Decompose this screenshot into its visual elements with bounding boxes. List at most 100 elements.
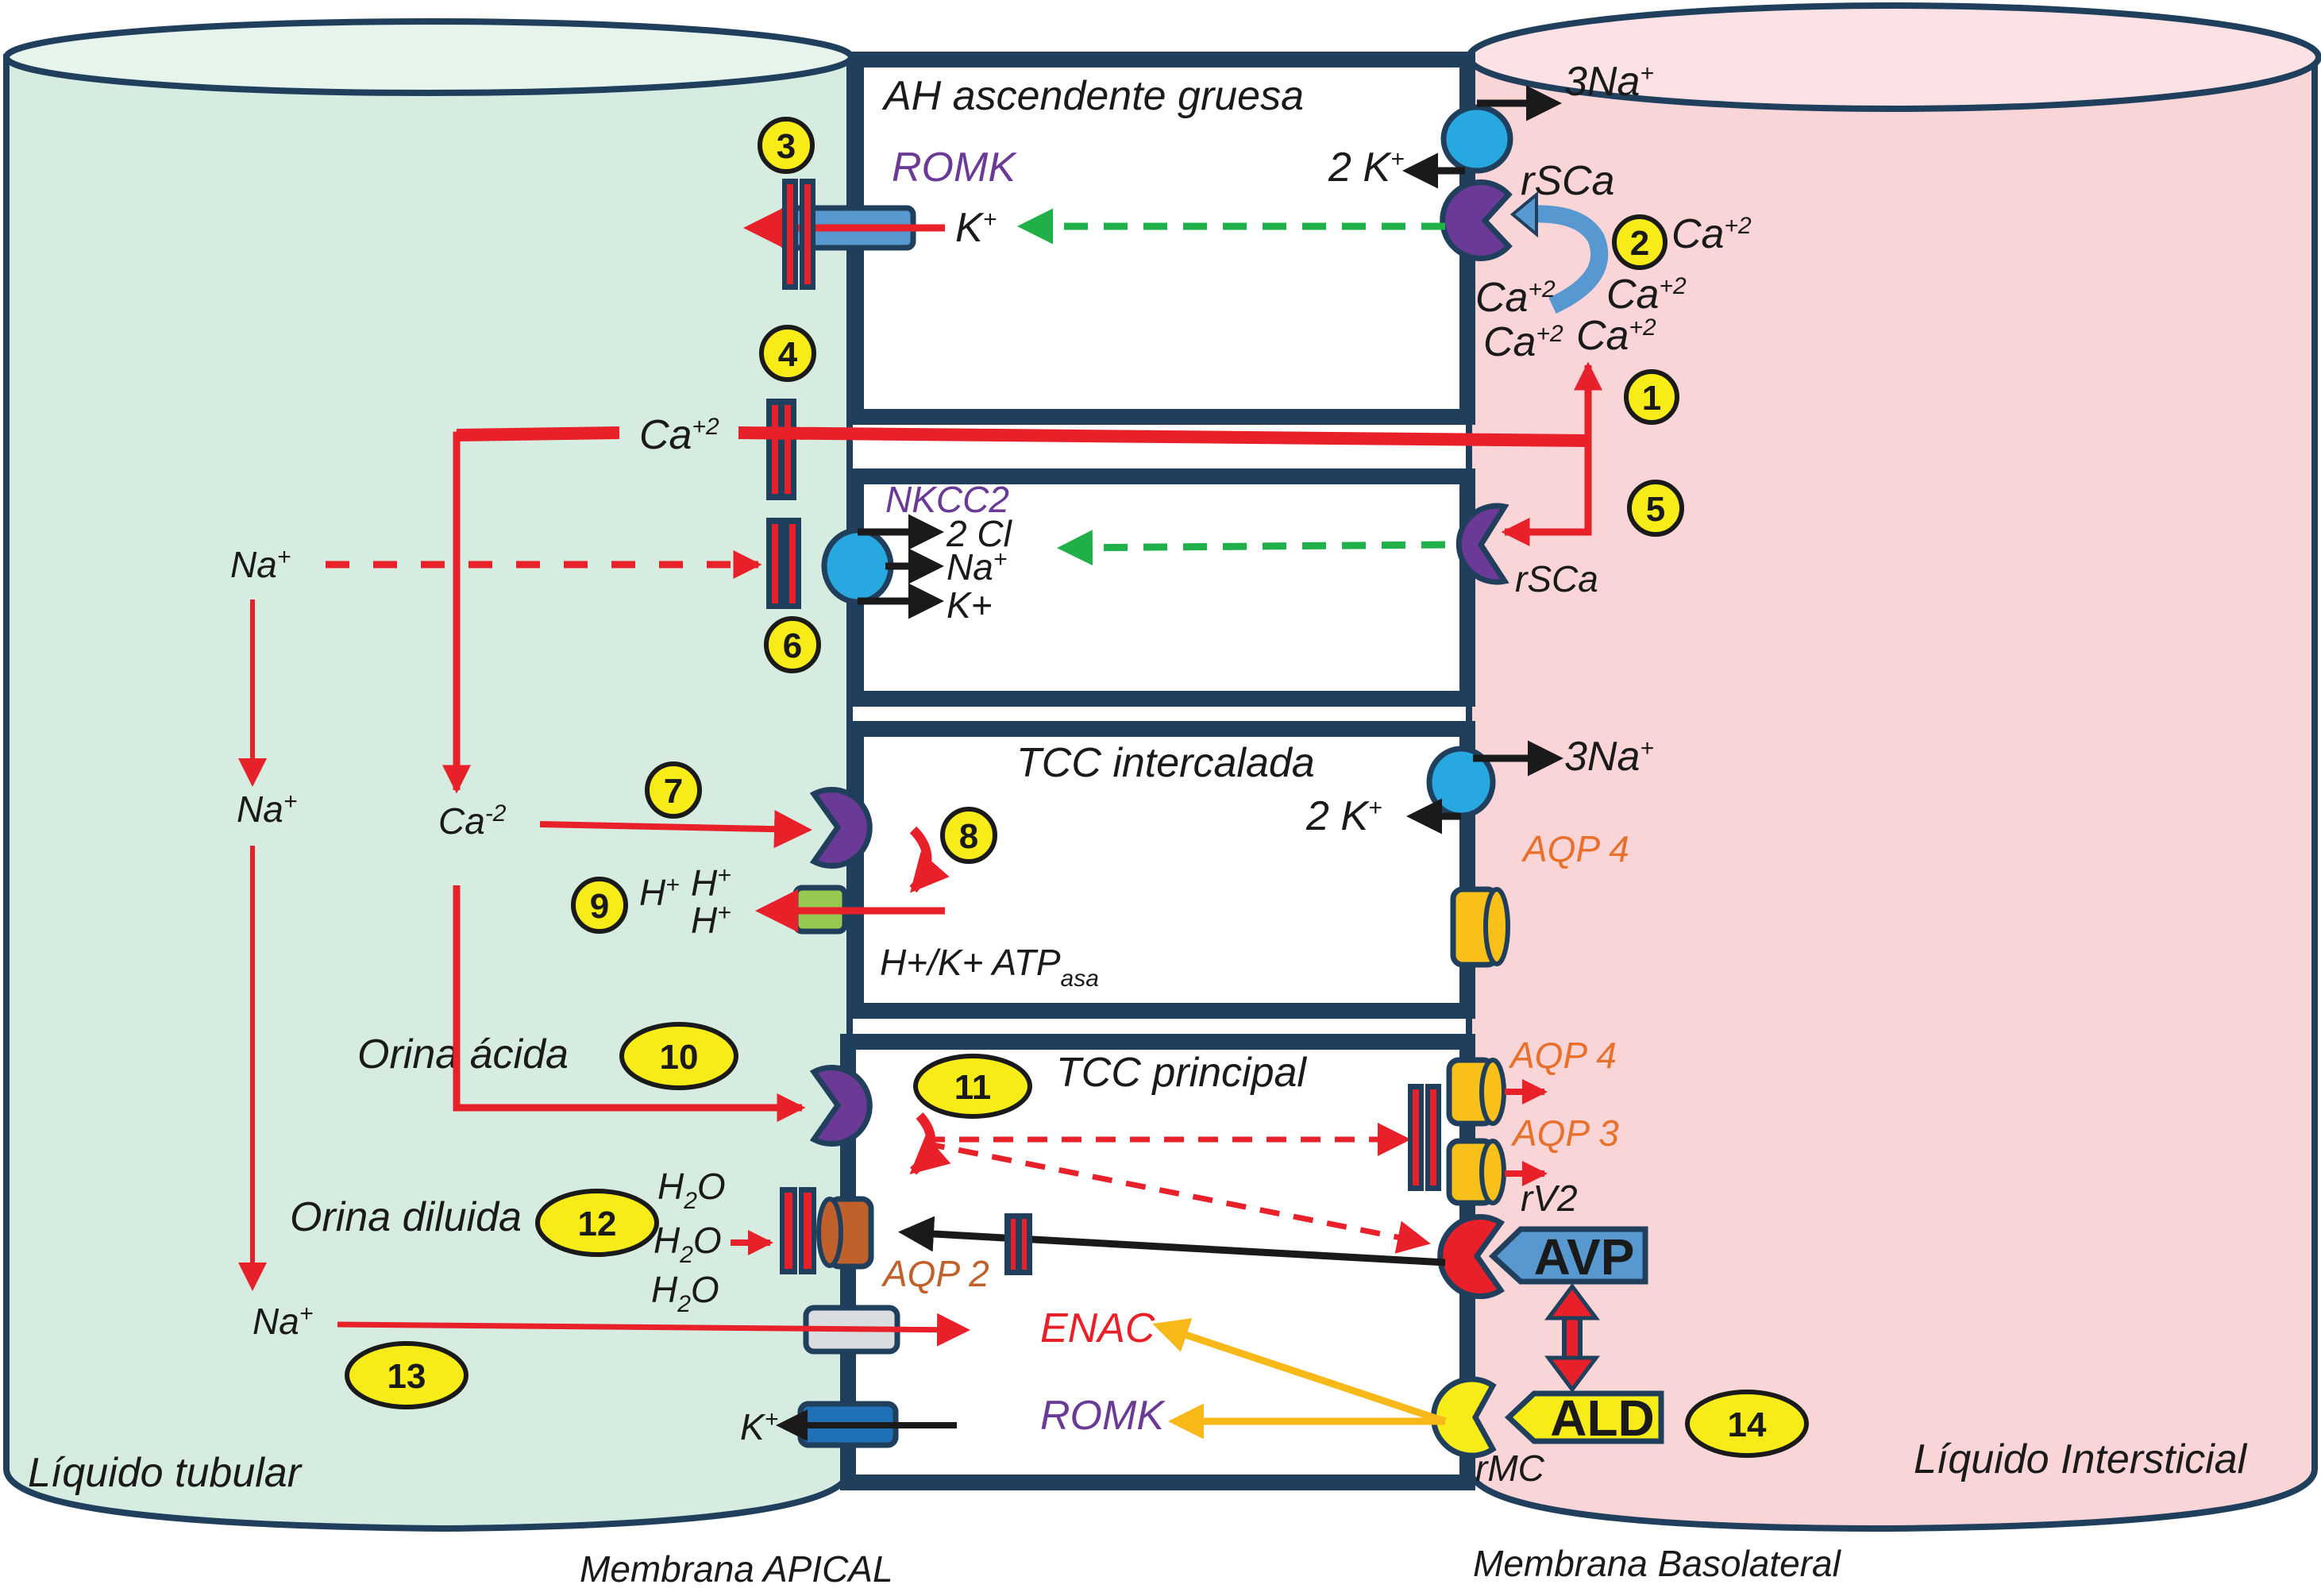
ion-2k-mid: 2 K+ [1305, 793, 1382, 839]
aqp3-icon [1446, 1138, 1506, 1206]
ion-h2o-2: H2O [654, 1220, 722, 1268]
badge-4: 4 [759, 325, 816, 382]
ion-na-tubular-3: Na+ [253, 1301, 313, 1342]
ion-2cl: 2 Cl [946, 513, 1013, 554]
cell-thick-ascending-limb [848, 52, 1475, 425]
hormone-avp: AVP [1534, 1228, 1635, 1286]
svg-text:2: 2 [1630, 224, 1649, 263]
svg-text:6: 6 [783, 626, 802, 665]
badge-9: 9 [571, 877, 628, 934]
ald-hormone-icon [1504, 1390, 1664, 1444]
svg-text:11: 11 [954, 1068, 992, 1107]
badge-13: 13 [345, 1341, 468, 1409]
label-rmc: rMC [1475, 1448, 1545, 1489]
ion-h-1: H+ [639, 872, 680, 913]
ion-na-tubular-2: Na+ [237, 788, 297, 830]
ca-binding-arrow-icon [1524, 205, 1609, 314]
ion-h2o-1: H2O [657, 1166, 726, 1214]
label-romk-bottom: ROMK [1040, 1393, 1166, 1439]
label-aqp4-principal: AQP 4 [1508, 1035, 1617, 1076]
cell-nkcc2 [848, 468, 1475, 707]
cell-title-intercalated: TCC intercalada [1016, 740, 1315, 786]
ion-ca-tubular-2: Ca-2 [438, 800, 507, 842]
ca-reabsorption-path [738, 426, 1589, 447]
ion-ca-4: Ca+2 [1483, 319, 1563, 365]
badge-12: 12 [535, 1189, 659, 1257]
tight-junction-4-icon [766, 399, 796, 500]
svg-text:1: 1 [1642, 379, 1661, 418]
label-h-k-atpase: H+/K+ ATPasa [880, 942, 1099, 992]
ion-h2o-3: H2O [651, 1269, 719, 1317]
label-nkcc2: NKCC2 [885, 479, 1009, 520]
label-rv2: rV2 [1521, 1178, 1578, 1219]
rsca-receptor-mid-icon [1455, 503, 1509, 585]
ion-k-romk: K+ [955, 205, 997, 251]
rsca-receptor-intercalated-icon [809, 787, 873, 869]
cell-title-principal: TCC principal [1056, 1050, 1307, 1096]
badge-1: 1 [1624, 369, 1679, 425]
avp-hormone-icon [1488, 1226, 1648, 1285]
svg-text:12: 12 [578, 1205, 617, 1243]
badge-11: 11 [913, 1054, 1032, 1119]
aqp4-principal-icon [1446, 1057, 1506, 1127]
label-aqp3: AQP 3 [1510, 1112, 1619, 1154]
svg-text:5: 5 [1646, 490, 1665, 529]
label-dilute-urine: Orina diluida [290, 1194, 522, 1240]
cell-title-tal: AH ascendente gruesa [881, 73, 1304, 119]
tubular-fluid-cylinder [2, 18, 854, 1532]
label-aqp4-intercalated: AQP 4 [1521, 828, 1629, 869]
tight-junction-aqp-icon [1408, 1084, 1441, 1191]
tight-junction-3-icon [782, 179, 815, 290]
label-romk-top: ROMK [892, 145, 1017, 191]
badge-14: 14 [1685, 1390, 1809, 1458]
label-basolateral-membrane: Membrana Basolateral [1473, 1543, 1842, 1584]
label-tubular-fluid: Líquido tubular [28, 1450, 303, 1496]
rsca-receptor-principal-icon [809, 1065, 873, 1147]
svg-text:7: 7 [664, 772, 683, 811]
label-acid-urine: Orina ácida [357, 1031, 569, 1077]
badge-8: 8 [940, 807, 997, 864]
badge-6: 6 [764, 616, 821, 673]
avp-ald-interaction-icon [1544, 1282, 1600, 1394]
svg-text:9: 9 [590, 887, 609, 926]
svg-text:10: 10 [660, 1038, 699, 1077]
aqp4-intercalated-icon [1450, 886, 1510, 968]
ion-ca-5: Ca+2 [1576, 313, 1656, 359]
svg-text:4: 4 [778, 335, 798, 374]
badge-2: 2 [1612, 214, 1667, 270]
ion-ca-1: Ca+2 [1671, 211, 1752, 257]
svg-text:8: 8 [959, 817, 978, 856]
badge-10: 10 [619, 1022, 738, 1090]
badge-5: 5 [1627, 480, 1684, 537]
label-rsca-mid: rSCa [1515, 558, 1598, 599]
svg-text:3: 3 [777, 127, 796, 166]
cell-tcc-intercalated [848, 721, 1475, 1019]
ion-ca-tubular: Ca+2 [639, 412, 719, 458]
ion-na-nkcc: Na+ [947, 546, 1007, 588]
aqp2-channel-icon [816, 1196, 874, 1270]
badges: 1 2 3 4 5 6 7 8 9 10 11 12 13 14 [345, 117, 1809, 1458]
tight-junction-vesicle-icon [1004, 1213, 1032, 1275]
ion-h-3: H+ [691, 900, 731, 941]
nkcc2-transporter-icon [821, 527, 894, 605]
na-k-pump-icon [1440, 104, 1513, 174]
ion-ca-2: Ca+2 [1475, 275, 1556, 321]
ion-3na-top: 3Na+ [1564, 59, 1654, 105]
label-interstitial-fluid: Líquido Intersticial [1914, 1436, 2248, 1482]
ion-h-2: H+ [691, 862, 731, 904]
ion-k-bottom: K+ [740, 1406, 778, 1448]
ion-3na-mid: 3Na+ [1564, 734, 1654, 780]
label-apical-membrane: Membrana APICAL [580, 1548, 893, 1590]
label-aqp2: AQP 2 [881, 1253, 989, 1294]
badge-7: 7 [645, 761, 702, 819]
badge-3: 3 [758, 117, 815, 174]
ion-na-tubular-1: Na+ [230, 544, 291, 585]
tight-junction-aqp2-icon [780, 1187, 816, 1274]
tight-junction-6-icon [766, 518, 801, 609]
interstitial-fluid-cylinder [1466, 2, 2321, 1532]
ion-2k-top: 2 K+ [1328, 145, 1405, 191]
svg-text:14: 14 [1728, 1405, 1767, 1444]
ion-ca-3: Ca+2 [1606, 272, 1687, 318]
label-enac: ENAC [1040, 1305, 1155, 1351]
